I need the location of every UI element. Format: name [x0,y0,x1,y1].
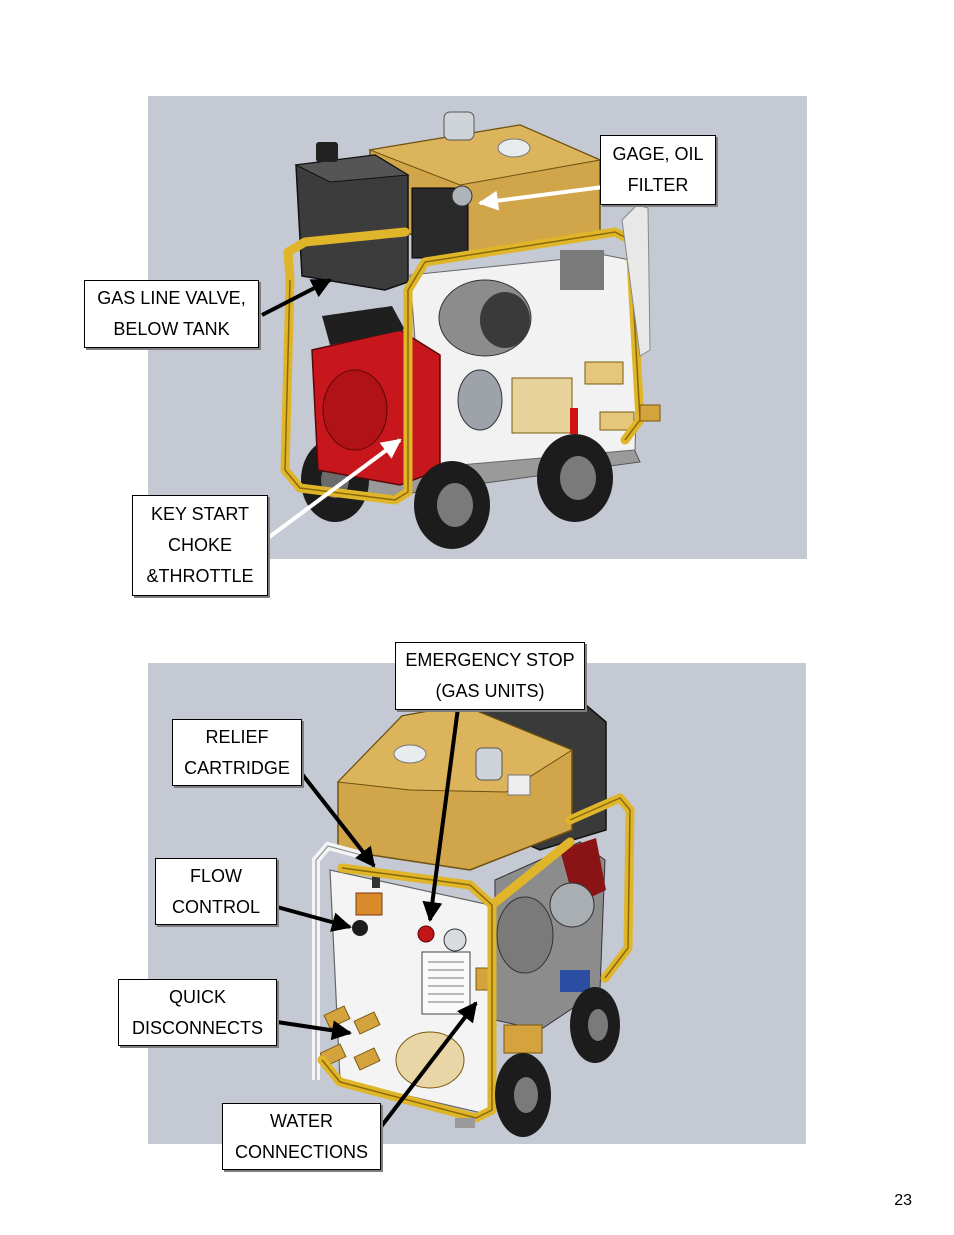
arrow-key-start [266,438,402,540]
arrow-gage-oil-filter [478,185,604,211]
callout-water-connections: WATER CONNECTIONS [222,1103,381,1170]
page-number: 23 [894,1192,912,1209]
top-machine [280,111,661,549]
callout-line: EMERGENCY STOP [405,650,575,670]
callout-line: (GAS UNITS) [435,681,545,701]
callout-line: CONNECTIONS [234,1141,368,1162]
callout-line: GAS LINE VALVE, [97,288,246,308]
callout-line: CONTROL [171,896,260,917]
callout-line: CARTRIDGE [184,757,290,778]
callout-quick-disconnects: QUICK DISCONNECTS [118,979,277,1046]
callout-line: RELIEF [205,726,269,747]
callout-line: GAGE, OIL [612,144,704,164]
callout-line: BELOW TANK [113,319,230,339]
callout-line: CHOKE [167,535,232,555]
callout-line: KEY START [150,504,250,524]
callout-gage-oil-filter: GAGE, OIL FILTER [600,135,716,205]
arrow-gas-line-valve [261,278,332,317]
callout-key-start-choke-throttle: KEY START CHOKE &THROTTLE [132,495,268,596]
arrow-emergency-stop [422,707,460,922]
arrow-relief-cartridge [300,772,376,868]
callout-gas-line-valve: GAS LINE VALVE, BELOW TANK [84,280,259,348]
callout-relief-cartridge: RELIEF CARTRIDGE [172,719,302,786]
arrow-flow-control [276,905,352,932]
callout-flow-control: FLOW CONTROL [155,858,277,925]
callout-line: WATER [270,1110,333,1131]
callout-line: FILTER [627,175,689,195]
callout-line: FLOW [190,865,242,886]
callout-line: QUICK [168,986,226,1007]
bottom-machine [312,704,635,1137]
callout-line: &THROTTLE [146,566,254,586]
callout-emergency-stop: EMERGENCY STOP (GAS UNITS) [395,642,585,710]
arrow-quick-disconnects [276,1020,352,1041]
callout-line: DISCONNECTS [131,1017,263,1038]
arrow-water-connections [378,1001,478,1130]
